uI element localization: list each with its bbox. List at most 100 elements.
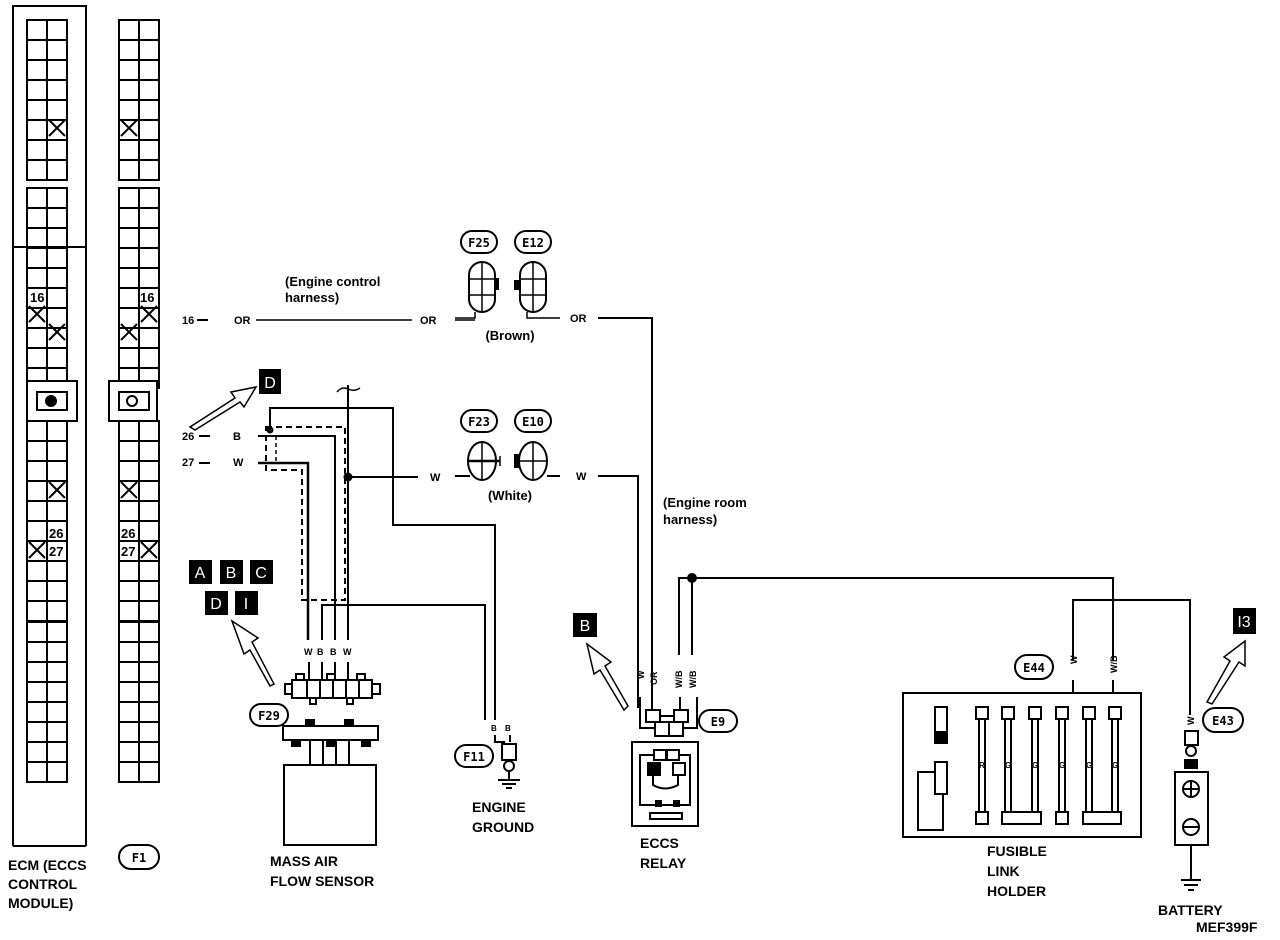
fusible-link: G — [1108, 706, 1122, 812]
ecm-label-line3: MODULE) — [8, 895, 73, 911]
ecm-module — [12, 5, 87, 847]
fusible-link-label: G — [1032, 761, 1038, 770]
fusible-link-label: G — [1059, 761, 1065, 770]
ecm-label-line1: ECM (ECCS — [8, 857, 87, 873]
or-wire-right-label: OR — [570, 313, 587, 325]
relay-wire-label-w: W — [636, 670, 646, 679]
battery-body — [1174, 771, 1209, 891]
svg-text:I: I — [244, 596, 248, 613]
svg-text:B: B — [580, 618, 591, 635]
pin27-wire-color: W — [233, 457, 244, 469]
reference-arrow-battery: I3 — [1205, 608, 1256, 705]
pin16-number: 16 — [182, 315, 194, 327]
svg-text:F23: F23 — [468, 415, 490, 429]
brown-connector-color-label: (Brown) — [485, 328, 534, 343]
maf-pin-label-2: B — [317, 647, 324, 657]
fusible-label-line1: FUSIBLE — [987, 843, 1047, 859]
engine-ground-label-line2: GROUND — [472, 819, 534, 835]
engine-ground-label-line1: ENGINE — [472, 799, 526, 815]
ecm-latch — [26, 380, 78, 422]
relay-wire-label-or: OR — [649, 671, 659, 685]
svg-text:F25: F25 — [468, 236, 490, 250]
f1-latch — [108, 380, 158, 422]
svg-text:E12: E12 — [522, 236, 544, 250]
pin16-wire-color-mid: OR — [420, 315, 437, 327]
svg-text:D: D — [210, 596, 222, 613]
svg-text:A: A — [195, 565, 206, 582]
svg-text:E9: E9 — [711, 715, 725, 729]
maf-label-line1: MASS AIR — [270, 853, 338, 869]
fl-wire-label-w: W — [1069, 655, 1079, 664]
relay-wire-label-wb2: W/B — [688, 670, 698, 688]
svg-text:F29: F29 — [258, 709, 280, 723]
fusible-link-label: G — [1112, 761, 1118, 770]
ecm-pin-26-label: 26 — [49, 526, 63, 541]
eccs-relay-label-line2: RELAY — [640, 855, 687, 871]
white-wire-mid-label: W — [430, 472, 441, 484]
reference-arrow-d: D — [188, 369, 281, 431]
svg-text:I3: I3 — [1237, 614, 1250, 631]
svg-text:E44: E44 — [1023, 661, 1045, 675]
svg-text:E10: E10 — [522, 415, 544, 429]
ground-wire-label-2: B — [505, 724, 511, 733]
relay-wire-label-wb1: W/B — [674, 670, 684, 688]
svg-text:D: D — [264, 375, 276, 392]
f1-pin-27-label: 27 — [121, 544, 135, 559]
engine-ground-terminal — [494, 735, 520, 789]
pin26-number: 26 — [182, 431, 194, 443]
f11-connector-badge: F11 — [454, 744, 494, 768]
svg-text:E43: E43 — [1212, 714, 1234, 728]
white-connector-f23: F23 — [455, 409, 501, 481]
svg-text:F11: F11 — [463, 750, 485, 764]
fusible-link: G — [1001, 706, 1015, 812]
maf-pin-label-3: B — [330, 647, 337, 657]
maf-label-line2: FLOW SENSOR — [270, 873, 374, 889]
pin16-wire-color-left: OR — [234, 315, 251, 327]
white-connector-e10: E10 — [514, 409, 560, 481]
ecm-label-line2: CONTROL — [8, 876, 78, 892]
e9-connector-badge: E9 — [698, 709, 738, 733]
white-wire-right-label: W — [576, 471, 587, 483]
brown-connector-f25: F25 — [455, 230, 499, 319]
engine-room-harness-note-1: (Engine room — [663, 495, 747, 510]
maf-wiring — [258, 385, 496, 720]
fusible-label-line2: LINK — [987, 863, 1020, 879]
fusible-link-label: G — [1086, 761, 1092, 770]
engine-control-harness-note-2: harness) — [285, 290, 339, 305]
or-wire-to-relay — [598, 317, 653, 708]
reference-arrow-relay: B — [573, 613, 629, 712]
f1-pin-26-label: 26 — [121, 526, 135, 541]
fusible-link: G — [1082, 706, 1096, 812]
maf-pin-label-4: W — [343, 647, 352, 657]
f1-connector-pin-grid — [118, 19, 160, 783]
relay-connector-e9 — [639, 697, 698, 737]
f1-connector-badge: F1 — [118, 844, 160, 870]
fusible-link: R — [975, 706, 989, 812]
fusible-link-label: G — [1005, 761, 1011, 770]
e43-connector-badge: E43 — [1202, 707, 1244, 733]
brown-connector-e12: E12 — [514, 230, 560, 319]
f29-connector-badge: F29 — [249, 703, 289, 727]
battery-terminal — [1184, 730, 1199, 769]
eccs-relay-label-line1: ECCS — [640, 835, 679, 851]
relay-wiring — [678, 573, 1191, 715]
e44-connector-badge: E44 — [1014, 654, 1054, 680]
pin27-number: 27 — [182, 457, 194, 469]
eccs-relay-body — [631, 741, 699, 827]
f1-pin-16-label: 16 — [140, 290, 154, 305]
fusible-link: G — [1028, 706, 1042, 812]
fusible-link-label: R — [979, 761, 985, 770]
w-wire-to-relay — [598, 475, 639, 708]
maf-sensor-body — [283, 764, 377, 846]
fusible-link: G — [1055, 706, 1069, 812]
ground-wire-label-1: B — [491, 724, 497, 733]
battery-label: BATTERY — [1158, 902, 1223, 918]
fusible-link-bases — [975, 811, 1122, 825]
fl-wire-label-wb: W/B — [1109, 655, 1119, 673]
maf-pin-label-1: W — [304, 647, 313, 657]
figure-id: MEF399F — [1196, 919, 1258, 935]
svg-text:C: C — [255, 565, 267, 582]
engine-room-harness-note-2: harness) — [663, 512, 717, 527]
